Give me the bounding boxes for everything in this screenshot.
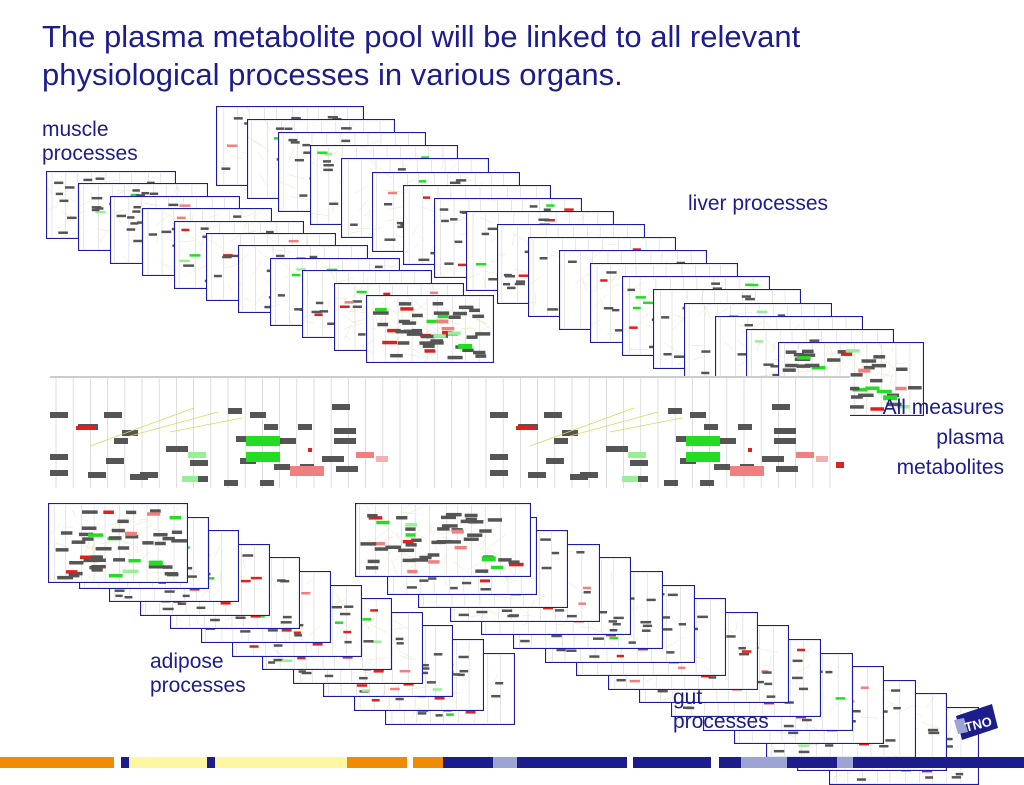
title-line-2: physiological processes in various organ… [42,56,942,94]
plasma-label-line-3: metabolites [804,453,1004,483]
plasma-metabolite-network [50,376,850,488]
gut-label-line-1: gut [673,686,769,710]
muscle-process-panel [366,295,494,363]
plasma-label-line-2: plasma [804,423,1004,453]
gut-label: gut processes [673,686,769,734]
plasma-label: All measures plasma metabolites [804,393,1004,483]
slide: The plasma metabolite pool will be linke… [0,0,1024,768]
muscle-label: muscle processes [42,118,138,166]
muscle-label-line-2: processes [42,142,138,166]
gut-process-panel [355,503,531,577]
adipose-label-line-1: adipose [150,650,246,674]
adipose-label: adipose processes [150,650,246,698]
adipose-process-panel [48,503,188,583]
title-line-1: The plasma metabolite pool will be linke… [42,18,942,56]
tno-logo: TNO [952,702,1002,742]
adipose-label-line-2: processes [150,674,246,698]
gut-label-line-2: processes [673,710,769,734]
slide-title: The plasma metabolite pool will be linke… [42,18,942,94]
liver-label: liver processes [688,192,828,216]
plasma-label-line-1: All measures [804,393,1004,423]
footer-color-bar [0,757,1024,768]
muscle-label-line-1: muscle [42,118,138,142]
